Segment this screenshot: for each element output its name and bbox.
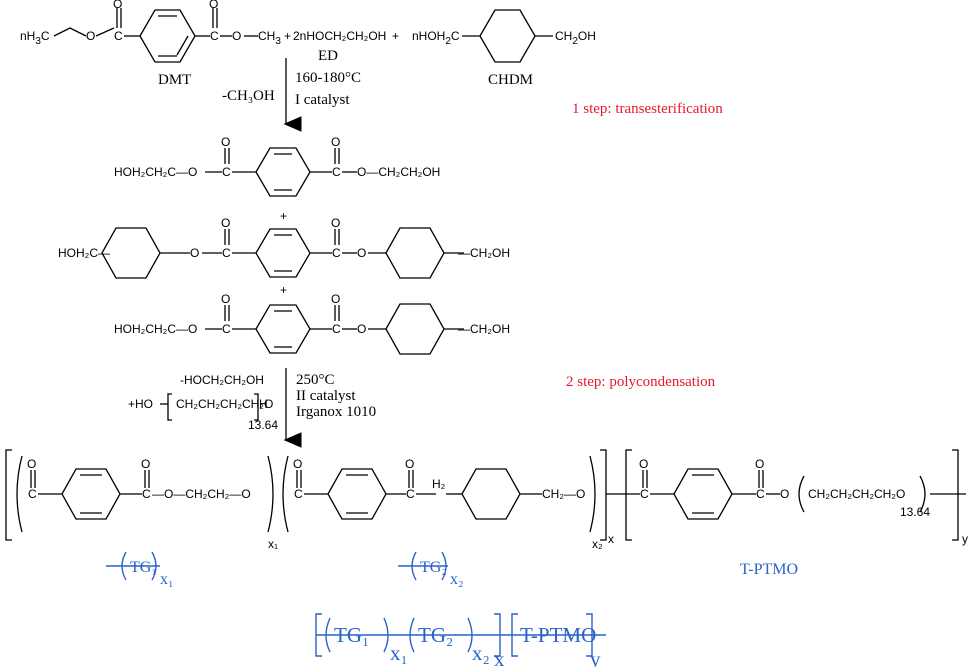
svg-text:CH2OH: CH2OH <box>555 29 596 47</box>
svg-text:C: C <box>114 29 123 43</box>
step1-byproduct: -CH₃OH <box>222 88 275 104</box>
svg-text:O: O <box>755 457 764 471</box>
step2-ptmo-n: 13.64 <box>248 418 278 432</box>
svg-text:O: O <box>221 216 230 230</box>
summary-x1: x₁ <box>390 641 408 665</box>
polymer-y: y <box>962 532 968 546</box>
polymer-x: x <box>608 532 614 546</box>
polymer-ptmo-n: 13.64 <box>900 505 930 519</box>
step2-antioxidant: Irganox 1010 <box>296 404 376 420</box>
ed-formula: 2nHOCH₂CH₂OH <box>293 29 386 43</box>
step2-byproduct1: -HOCH₂CH₂OH <box>180 373 264 387</box>
step2-ptmo-h: H <box>259 397 268 411</box>
summary-y: y <box>590 647 601 667</box>
plus-sign-2: + <box>280 283 287 297</box>
polymer-x2: x₂ <box>592 537 603 551</box>
intermediate-1: HOH₂CH₂C—O C O C O O—CH₂CH₂OH <box>114 135 440 197</box>
svg-text:O: O <box>141 457 150 471</box>
step1-label: 1 step: transesterification <box>572 101 723 117</box>
svg-text:O: O <box>27 457 36 471</box>
polymer-ptmo-chain: CH₂CH₂CH₂CH₂O <box>808 487 905 501</box>
svg-text:C: C <box>640 487 649 501</box>
svg-text:nHOH2C: nHOH2C <box>412 29 460 47</box>
svg-text:C: C <box>222 165 231 179</box>
step1-catalyst: I catalyst <box>295 92 350 108</box>
step2-ptmo: CH₂CH₂CH₂CH₂O <box>176 397 273 411</box>
block-tg2-sub: x₂ <box>450 571 464 588</box>
block-tg1-label: TG₁ <box>130 559 157 576</box>
svg-text:O: O <box>780 487 789 501</box>
svg-text:O: O <box>293 457 302 471</box>
block-tg1-sub: x₁ <box>160 571 174 588</box>
chdm-molecule: nHOH2C CH2OH CHDM <box>412 9 596 88</box>
intermediate-3-left: HOH₂CH₂C—O <box>114 322 197 336</box>
svg-text:C: C <box>332 165 341 179</box>
svg-text:C: C <box>28 487 37 501</box>
tg2-h2: H₂ <box>432 477 446 491</box>
intermediate-3-right: —CH₂OH <box>458 322 510 336</box>
svg-text:C: C <box>294 487 303 501</box>
summary-x2: x₂ <box>472 641 490 665</box>
svg-text:C: C <box>210 29 219 43</box>
svg-text:O: O <box>331 135 340 149</box>
plus-sign-1: + <box>280 209 287 223</box>
step1-temperature: 160-180°C <box>295 70 361 86</box>
svg-text:C: C <box>406 487 415 501</box>
block-tg2: TG₂ x₂ <box>398 551 464 588</box>
svg-text:O: O <box>331 216 340 230</box>
summary-tg2: TG₂ <box>418 623 453 647</box>
svg-text:C: C <box>142 487 151 501</box>
svg-text:C: C <box>332 322 341 336</box>
summary-formula: TG₁ x₁ TG₂ x₂ x T-PTMO y <box>315 613 606 667</box>
svg-text:O: O <box>639 457 648 471</box>
tg2-end: CH₂—O <box>542 487 585 501</box>
intermediate-1-left: HOH₂CH₂C—O <box>114 165 197 179</box>
svg-text:C: C <box>756 487 765 501</box>
summary-tg1: TG₁ <box>334 623 369 647</box>
svg-text:C: C <box>332 246 341 260</box>
svg-text:O: O <box>209 0 218 11</box>
svg-text:C: C <box>222 322 231 336</box>
chdm-label: CHDM <box>488 72 533 88</box>
svg-text:O: O <box>405 457 414 471</box>
intermediate-2: HOH₂C— O C O C O O —CH₂OH <box>58 216 510 279</box>
summary-x: x <box>494 647 505 667</box>
step2-byproduct2: +HO <box>128 397 153 411</box>
intermediate-2-left: HOH₂C— <box>58 246 110 260</box>
svg-text:O: O <box>331 292 340 306</box>
dmt-label: DMT <box>158 72 191 88</box>
plus-1: + <box>284 29 291 43</box>
step2-label: 2 step: polycondensation <box>566 374 716 390</box>
tg1-link: —O—CH₂CH₂—O <box>152 487 251 501</box>
step2-temperature: 250°C <box>296 372 335 388</box>
svg-text:nH3C: nH3C <box>20 29 50 47</box>
plus-2: + <box>392 29 399 43</box>
svg-text:O: O <box>113 0 122 11</box>
svg-text:CH3: CH3 <box>258 29 281 47</box>
svg-text:O: O <box>190 246 199 260</box>
svg-text:O: O <box>357 246 366 260</box>
dmt-molecule: nH3C O C O C O O CH3 DMT <box>20 0 281 88</box>
block-tptmo: T-PTMO <box>740 561 798 578</box>
dmt-o1: O <box>86 29 95 43</box>
svg-text:O: O <box>221 135 230 149</box>
block-tg1: TG₁ x₁ <box>106 551 174 588</box>
intermediate-2-right: —CH₂OH <box>458 246 510 260</box>
ed-label: ED <box>318 48 338 64</box>
block-tg2-label: TG₂ <box>420 559 447 576</box>
summary-tptmo: T-PTMO <box>520 623 596 647</box>
intermediate-1-right: O—CH₂CH₂OH <box>357 165 440 179</box>
step2-catalyst: II catalyst <box>296 388 356 404</box>
svg-text:C: C <box>222 246 231 260</box>
svg-text:O: O <box>357 322 366 336</box>
polymer-structure: C O C O —O—CH₂CH₂—O x₁ C O C O H₂ <box>5 449 968 551</box>
polymer-x1: x₁ <box>268 537 278 551</box>
svg-text:O: O <box>221 292 230 306</box>
intermediate-3: HOH₂CH₂C—O C O C O O —CH₂OH <box>114 292 510 355</box>
svg-text:O: O <box>232 29 241 43</box>
